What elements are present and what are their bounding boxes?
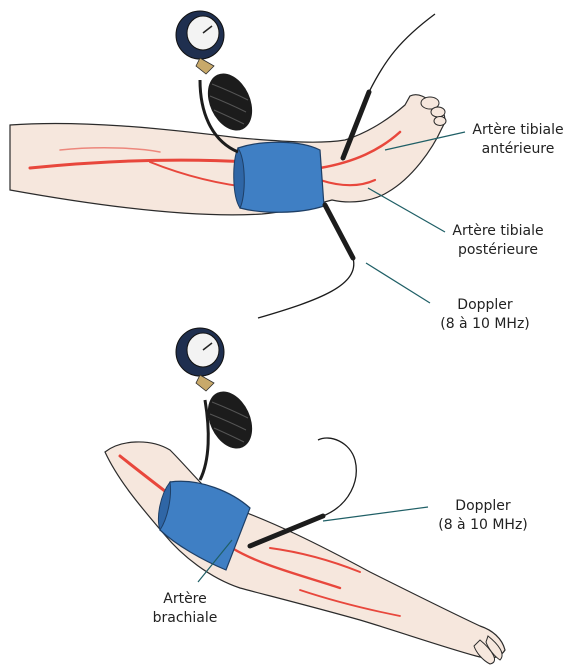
leg-gauge — [176, 11, 224, 74]
label-anterior-tibial-line1: Artère tibiale — [468, 121, 568, 140]
label-doppler-arm-line2: (8 à 10 MHz) — [428, 516, 538, 535]
label-brachial: Artère brachiale — [140, 590, 230, 628]
label-brachial-line2: brachiale — [140, 609, 230, 628]
arm-gauge — [176, 328, 224, 391]
label-doppler-arm: Doppler (8 à 10 MHz) — [428, 497, 538, 535]
leg-cuff — [234, 142, 324, 212]
label-anterior-tibial-line2: antérieure — [468, 140, 568, 159]
label-anterior-tibial: Artère tibiale antérieure — [468, 121, 568, 159]
leader-posterior-tibial — [368, 188, 445, 232]
leader-doppler-arm — [323, 507, 428, 521]
label-doppler-leg-line1: Doppler — [430, 296, 540, 315]
label-posterior-tibial-line1: Artère tibiale — [448, 222, 548, 241]
label-doppler-leg-line2: (8 à 10 MHz) — [430, 315, 540, 334]
leader-doppler-leg — [366, 263, 430, 303]
label-doppler-arm-line1: Doppler — [428, 497, 538, 516]
leg-bulb — [199, 66, 261, 137]
arm-tube — [200, 400, 208, 480]
label-posterior-tibial-line2: postérieure — [448, 241, 548, 260]
label-posterior-tibial: Artère tibiale postérieure — [448, 222, 548, 260]
label-brachial-line1: Artère — [140, 590, 230, 609]
label-doppler-leg: Doppler (8 à 10 MHz) — [430, 296, 540, 334]
